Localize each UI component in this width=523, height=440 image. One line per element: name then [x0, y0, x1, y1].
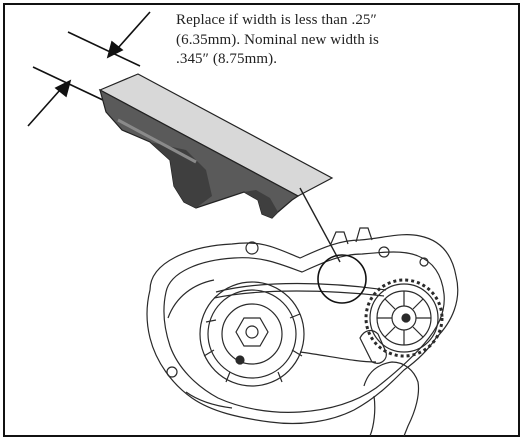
driven-sprocket-spokes — [377, 291, 431, 345]
mount-hole-top-right — [378, 246, 390, 258]
drive-pulley-center — [245, 325, 259, 339]
arrow-pair-icon — [27, 11, 151, 127]
note-line-1: Replace if width is less than .25″ — [176, 12, 377, 28]
mount-hole-top — [245, 241, 259, 255]
cover-inner-lip — [163, 251, 445, 413]
width-spec-note: Replace if width is less than .25″ (6.35… — [176, 11, 516, 70]
belt-highlight — [117, 118, 197, 164]
driven-sprocket-shaft — [401, 313, 411, 323]
drive-pulley-bolt — [235, 355, 245, 365]
mount-hole-right — [419, 257, 429, 267]
note-line-3: .345″ (8.75mm). — [176, 51, 278, 67]
housing-detail-lines — [167, 279, 233, 409]
hand-sketch — [363, 361, 420, 437]
arrow-upper-head — [106, 40, 124, 59]
drive-pulley-vents — [203, 313, 303, 383]
belt-upper-run-inner — [213, 290, 385, 299]
note-line-2: (6.35mm). Nominal new width is — [176, 31, 379, 48]
leader-line — [299, 187, 341, 263]
driven-sprocket-teeth — [364, 278, 444, 358]
belt-tooth-shadow — [150, 142, 212, 208]
arrow-upper-shaft — [117, 11, 151, 49]
drive-pulley-hub-ring — [221, 303, 283, 365]
tensioner-block — [359, 329, 387, 364]
driven-sprocket-outer — [369, 283, 439, 353]
engine-cover-drawing — [146, 227, 459, 437]
figure-border — [3, 3, 520, 437]
drive-pulley-outer — [199, 281, 305, 387]
belt-tooth-shadow-right — [244, 190, 278, 218]
cover-fins — [329, 227, 373, 247]
belt-upper-run — [215, 282, 387, 293]
belt-section-drawing — [98, 73, 334, 219]
arrow-lower-head — [54, 79, 72, 98]
dimension-line-upper — [67, 31, 141, 67]
magnifier-circle-icon — [317, 254, 367, 304]
cover-outline — [146, 234, 459, 425]
belt-lower-run — [299, 351, 377, 363]
mount-hole-left — [166, 366, 178, 378]
drive-pulley-rim — [207, 289, 297, 379]
arrow-lower-shaft — [27, 89, 61, 127]
drive-pulley-nut — [235, 317, 269, 347]
belt-side-face — [99, 88, 300, 219]
